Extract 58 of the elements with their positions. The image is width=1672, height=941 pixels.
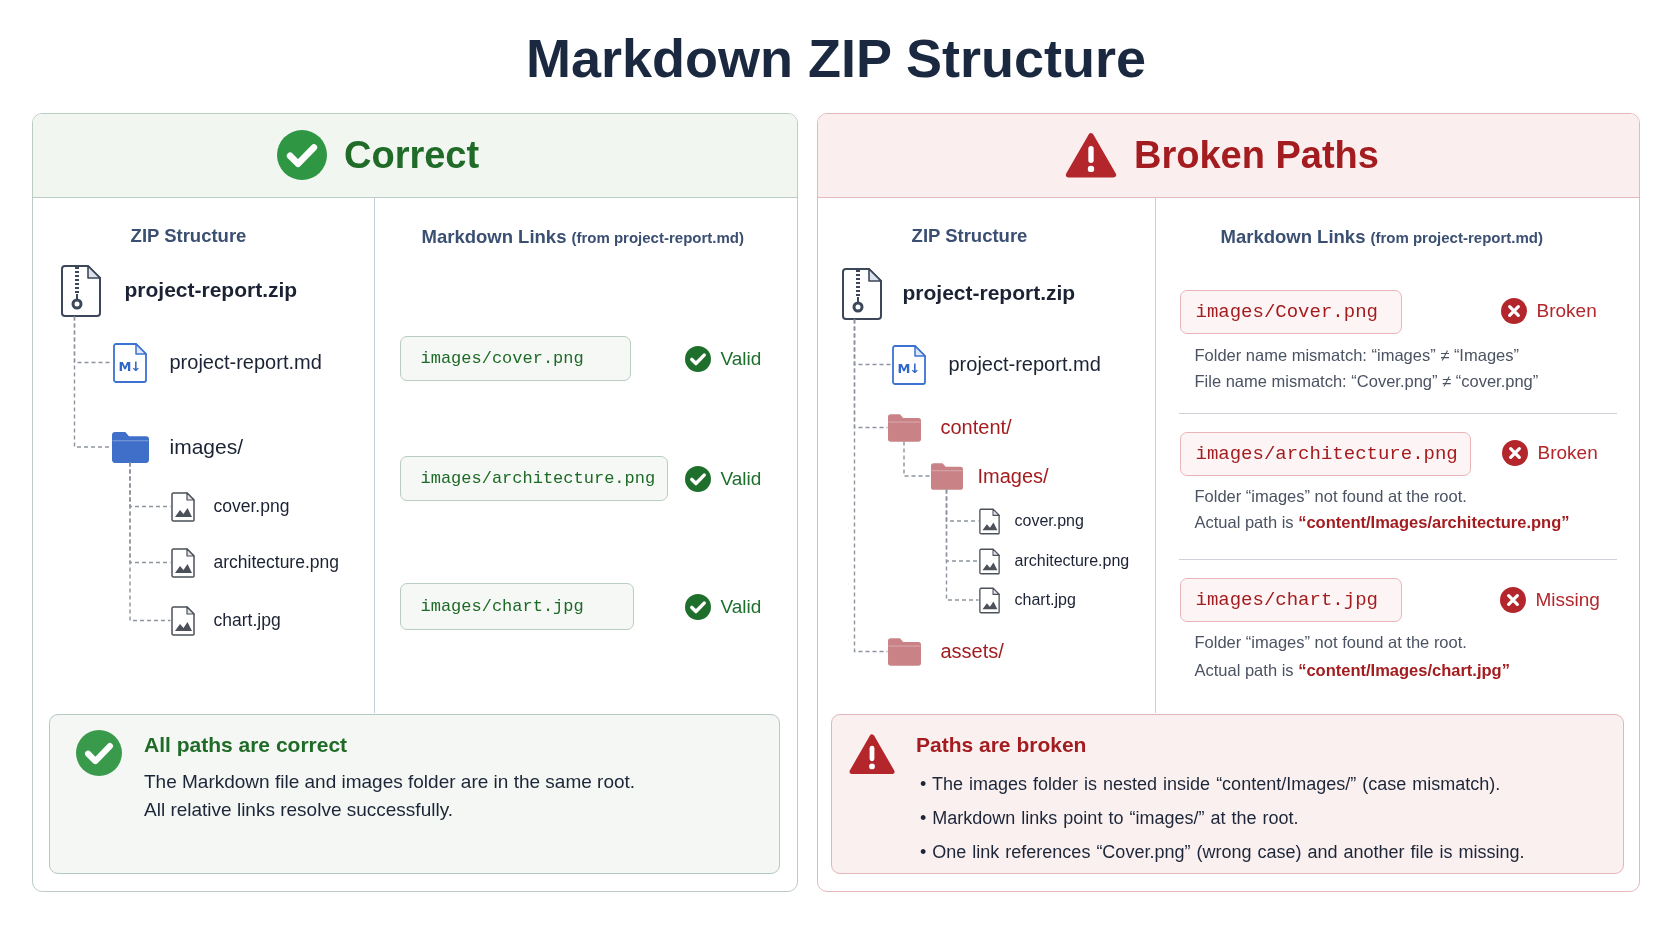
status-label: Valid	[720, 595, 762, 618]
column-subheading: (from project-report.md)	[1370, 228, 1543, 246]
column-subheading: (from project-report.md)	[571, 228, 744, 246]
description-text: File name mismatch: “Cover.png” ≠ “cover.png”	[1194, 371, 1539, 390]
summary-title: Paths are broken	[916, 733, 1087, 757]
bullet-item: • Markdown links point to “images/” at the root.	[920, 807, 1299, 829]
description-text: Actual path is “content/Images/architecture.png”	[1194, 512, 1570, 531]
summary-box	[48, 713, 780, 874]
tree-connector	[903, 440, 932, 477]
bullet-item: • The images folder is nested inside “content/Images/” (case mismatch).	[920, 773, 1501, 795]
folder-name: content/	[940, 416, 1012, 439]
file-name: project-report.md	[948, 353, 1101, 376]
code-path-box: images/architecture.png	[399, 455, 669, 501]
code-path-box: images/Cover.png	[1179, 289, 1402, 334]
summary-text: All relative links resolve successfully.	[144, 799, 454, 821]
folder-name: assets/	[940, 640, 1004, 663]
bullet-item: • One link references “Cover.png” (wrong case) and another file is missing.	[920, 841, 1525, 863]
file-name: architecture.png	[1014, 551, 1130, 571]
status-label: Missing	[1535, 588, 1600, 611]
file-type-label: M↓	[118, 360, 141, 375]
summary-text: The Markdown file and images folder are in the same root.	[144, 771, 636, 793]
column-heading: ZIP Structure	[130, 224, 247, 247]
file-name: project-report.zip	[902, 281, 1076, 306]
file-name: architecture.png	[213, 552, 339, 573]
status-label: Broken	[1537, 441, 1598, 464]
description-text: Folder “images” not found at the root.	[1194, 632, 1467, 651]
code-path-box: images/cover.png	[399, 335, 631, 381]
folder-name: Images/	[977, 464, 1049, 488]
column-heading: Markdown Links	[1220, 225, 1366, 248]
file-type-label: M↓	[897, 362, 920, 377]
file-name: cover.png	[213, 496, 290, 517]
file-name: project-report.zip	[124, 278, 298, 303]
panel-card	[817, 113, 1640, 892]
description-text: Actual path is “content/Images/chart.jpg”	[1194, 660, 1510, 679]
tree-connector	[853, 318, 889, 653]
file-name: cover.png	[1014, 511, 1084, 531]
status-label: Valid	[720, 467, 762, 490]
code-path-box: images/architecture.png	[1179, 431, 1471, 476]
file-name: chart.jpg	[213, 610, 281, 631]
panel-card	[32, 113, 798, 892]
code-path-box: images/chart.jpg	[399, 582, 634, 630]
summary-title: All paths are correct	[144, 733, 348, 757]
column-heading: Markdown Links	[421, 225, 567, 248]
panel-title: Broken Paths	[1134, 133, 1379, 177]
folder-name: images/	[169, 434, 244, 460]
status-label: Valid	[720, 347, 762, 370]
description-text: Folder “images” not found at the root.	[1194, 486, 1467, 505]
panel-title: Correct	[344, 133, 480, 177]
file-name: project-report.md	[169, 351, 322, 374]
page-title: Markdown ZIP Structure	[525, 27, 1147, 89]
code-path-box: images/chart.jpg	[1179, 577, 1402, 622]
file-name: chart.jpg	[1014, 590, 1076, 610]
status-label: Broken	[1536, 299, 1597, 322]
tree-connector	[129, 461, 172, 622]
tree-connector	[945, 488, 980, 601]
description-text: Folder name mismatch: “images” ≠ “Images”	[1194, 345, 1519, 364]
column-heading: ZIP Structure	[911, 224, 1028, 247]
summary-box	[830, 713, 1624, 874]
